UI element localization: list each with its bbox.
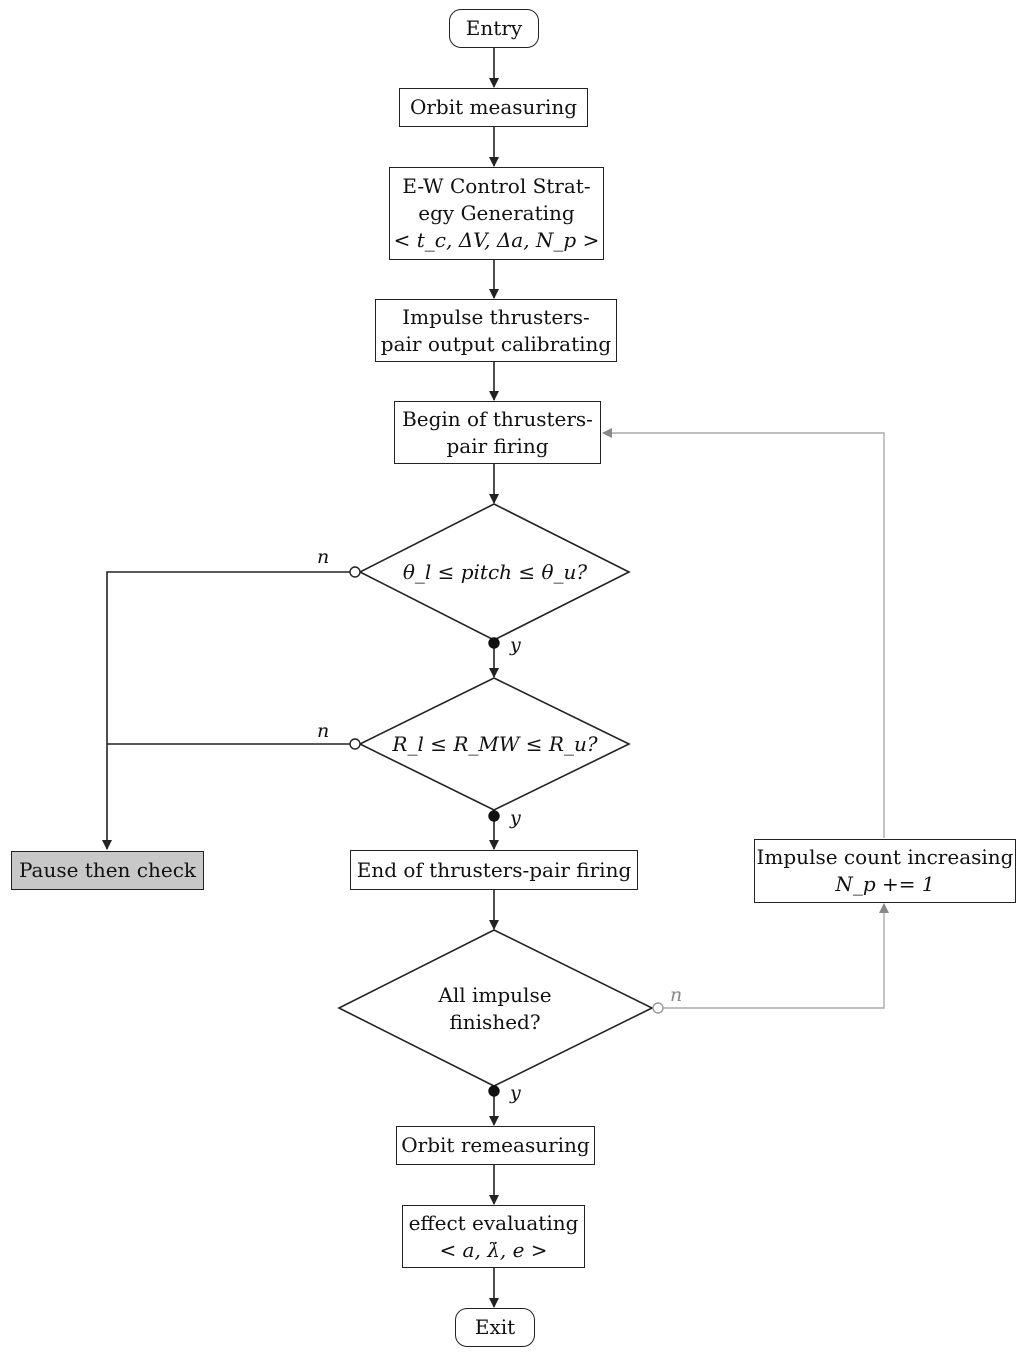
pause-check-node: Pause then check bbox=[11, 851, 204, 890]
effect-evaluating-node: effect evaluating < a, λ̇, e > bbox=[402, 1205, 585, 1268]
all-finished-line1: All impulse bbox=[438, 983, 552, 1007]
impulse-count-line2: N_p += 1 bbox=[835, 872, 935, 896]
strategy-line3: < t_c, ΔV, Δa, N_p > bbox=[393, 228, 600, 252]
arrow-pitch-no-to-pause bbox=[102, 571, 355, 850]
finished-yes-dot bbox=[488, 1085, 500, 1097]
strategy-line2: egy Generating bbox=[418, 201, 575, 225]
begin-firing-line1: Begin of thrusters- bbox=[402, 406, 593, 431]
all-finished-line2: finished? bbox=[449, 1010, 541, 1034]
evaluating-line2: < a, λ̇, e > bbox=[439, 1237, 548, 1262]
impulse-count-node: Impulse count increasing N_p += 1 bbox=[754, 839, 1016, 903]
finished-no-label: n bbox=[670, 984, 683, 1006]
finished-no-dot bbox=[652, 1002, 664, 1014]
rmw-check-label: R_l ≤ R_MW ≤ R_u? bbox=[392, 731, 598, 756]
arrow-count-to-begin bbox=[602, 428, 885, 838]
pitch-check-label: θ_l ≤ pitch ≤ θ_u? bbox=[402, 559, 588, 584]
impulse-count-line1: Impulse count increasing bbox=[756, 845, 1014, 869]
evaluating-line1: effect evaluating bbox=[408, 1210, 579, 1235]
rmw-yes-label: y bbox=[510, 807, 521, 829]
calibrating-line1: Impulse thrusters- bbox=[402, 304, 590, 329]
pitch-no-label: n bbox=[317, 546, 330, 568]
end-firing-label: End of thrusters-pair firing bbox=[356, 857, 632, 882]
pitch-check-text: θ_l ≤ pitch ≤ θ_u? bbox=[380, 552, 610, 592]
rmw-no-dot bbox=[349, 738, 361, 750]
all-finished-text: All impulse finished? bbox=[400, 980, 590, 1038]
exit-label: Exit bbox=[474, 1315, 516, 1339]
end-firing-node: End of thrusters-pair firing bbox=[350, 850, 638, 890]
strategy-line1: E-W Control Strat- bbox=[402, 174, 591, 198]
calibrating-node: Impulse thrusters- pair output calibrati… bbox=[375, 299, 617, 362]
pause-check-label: Pause then check bbox=[18, 858, 197, 882]
arrow-finished-no-to-count bbox=[659, 903, 889, 1009]
orbit-remeasuring-label: Orbit remeasuring bbox=[401, 1133, 590, 1157]
rmw-check-text: R_l ≤ R_MW ≤ R_u? bbox=[380, 724, 610, 764]
entry-node: Entry bbox=[449, 9, 539, 48]
orbit-measuring-node: Orbit measuring bbox=[399, 88, 588, 127]
pitch-yes-label: y bbox=[510, 634, 521, 656]
entry-label: Entry bbox=[465, 16, 523, 40]
orbit-measuring-label: Orbit measuring bbox=[409, 95, 578, 119]
pitch-no-dot bbox=[349, 566, 361, 578]
rmw-check-diamond bbox=[358, 677, 631, 811]
rmw-no-label: n bbox=[317, 720, 330, 742]
finished-yes-label: y bbox=[510, 1082, 521, 1104]
orbit-remeasuring-node: Orbit remeasuring bbox=[396, 1126, 595, 1165]
begin-firing-node: Begin of thrusters- pair firing bbox=[394, 401, 601, 464]
calibrating-line2: pair output calibrating bbox=[380, 331, 612, 356]
exit-node: Exit bbox=[455, 1308, 535, 1347]
strategy-generating-node: E-W Control Strat- egy Generating < t_c,… bbox=[389, 167, 604, 260]
pitch-yes-dot bbox=[488, 637, 500, 649]
begin-firing-line2: pair firing bbox=[446, 433, 549, 458]
rmw-yes-dot bbox=[488, 810, 500, 822]
